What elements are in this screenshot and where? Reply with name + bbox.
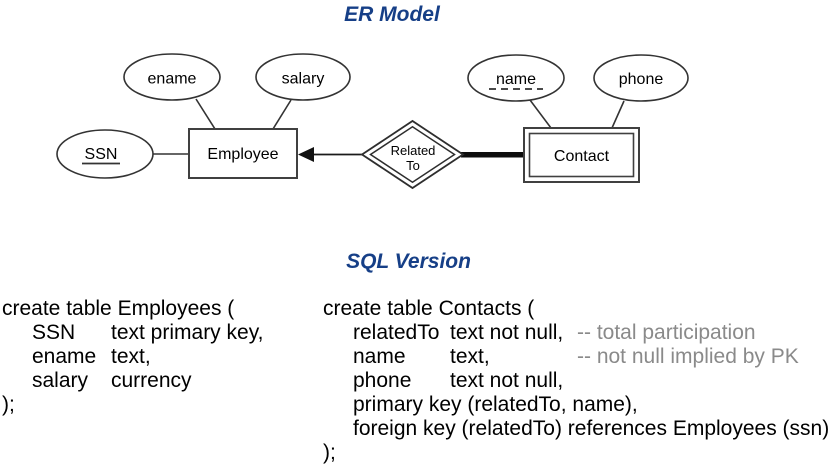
sql-line-close: ); xyxy=(323,441,829,465)
attribute-ellipse-ssn xyxy=(56,129,154,179)
sql-line-column: name text, -- not null implied by PK xyxy=(353,345,829,369)
contact-label: Contact xyxy=(554,148,610,165)
sql-line-open: create table Employees ( xyxy=(2,297,263,321)
connector-phone-contact xyxy=(611,100,625,129)
column-name: SSN xyxy=(32,321,76,344)
column-type: currency xyxy=(111,369,192,392)
sql-line-open: create table Contacts ( xyxy=(323,297,829,321)
create-table-contacts: create table Contacts ( xyxy=(323,297,535,320)
employee-label: Employee xyxy=(207,146,278,163)
column-type: text, xyxy=(450,345,490,368)
contact-entity-inner-box xyxy=(528,132,635,178)
arrowhead-to-employee-icon xyxy=(298,147,314,162)
column-name: salary xyxy=(32,369,89,392)
attribute-label-ename: ename xyxy=(148,71,197,88)
attribute-label-phone: phone xyxy=(619,71,664,88)
er-model-title: ER Model xyxy=(344,3,440,26)
relationship-label-line1: Related xyxy=(391,143,436,158)
er-diagram: ename salary SSN name phone Employee Con… xyxy=(56,53,689,190)
attribute-label-salary: salary xyxy=(282,71,325,88)
column-name: phone xyxy=(353,369,412,392)
sql-line-column: SSN text primary key, xyxy=(32,321,263,345)
sql-line-column: ename text, xyxy=(32,345,263,369)
attribute-ellipse-salary xyxy=(255,53,351,101)
contacts-sql-block: create table Contacts ( relatedTo text no… xyxy=(323,297,829,465)
connector-ename-employee xyxy=(195,98,216,130)
primary-key-constraint: primary key (relatedTo, name), xyxy=(353,393,638,416)
column-type: text not null, xyxy=(450,369,564,392)
attribute-label-name: name xyxy=(496,71,536,88)
column-name: relatedTo xyxy=(353,321,440,344)
sql-line-column: salary currency xyxy=(32,369,263,393)
sql-line-constraint: primary key (relatedTo, name), xyxy=(353,393,829,417)
sql-version-title: SQL Version xyxy=(346,250,471,273)
employees-sql-block: create table Employees ( SSN text primary… xyxy=(2,297,263,417)
column-type: text not null, xyxy=(450,321,564,344)
connector-name-contact xyxy=(529,99,552,129)
column-type: text, xyxy=(111,345,151,368)
sql-line-column: phone text not null, xyxy=(353,369,829,393)
sql-comment: -- not null implied by PK xyxy=(577,345,799,368)
column-name: name xyxy=(353,345,406,368)
employee-entity-box xyxy=(188,128,298,179)
attribute-ellipse-ename xyxy=(123,53,221,101)
sql-line-column: relatedTo text not null, -- total particip… xyxy=(353,321,829,345)
relationship-label-line2: To xyxy=(406,158,420,173)
close-paren: ); xyxy=(323,441,336,464)
column-name: ename xyxy=(32,345,97,368)
sql-comment: -- total participation xyxy=(577,321,756,344)
connector-salary-employee xyxy=(272,99,292,130)
sql-line-constraint: foreign key (relatedTo) references Emplo… xyxy=(353,417,829,441)
create-table-employees: create table Employees ( xyxy=(2,297,235,320)
close-paren: ); xyxy=(2,393,15,416)
sql-line-close: ); xyxy=(2,393,263,417)
attribute-ellipse-phone xyxy=(593,54,689,102)
relationship-diamond-inner xyxy=(369,125,456,184)
foreign-key-constraint: foreign key (relatedTo) references Emplo… xyxy=(353,417,830,440)
column-type: text primary key, xyxy=(111,321,264,344)
attribute-label-ssn: SSN xyxy=(85,146,118,163)
